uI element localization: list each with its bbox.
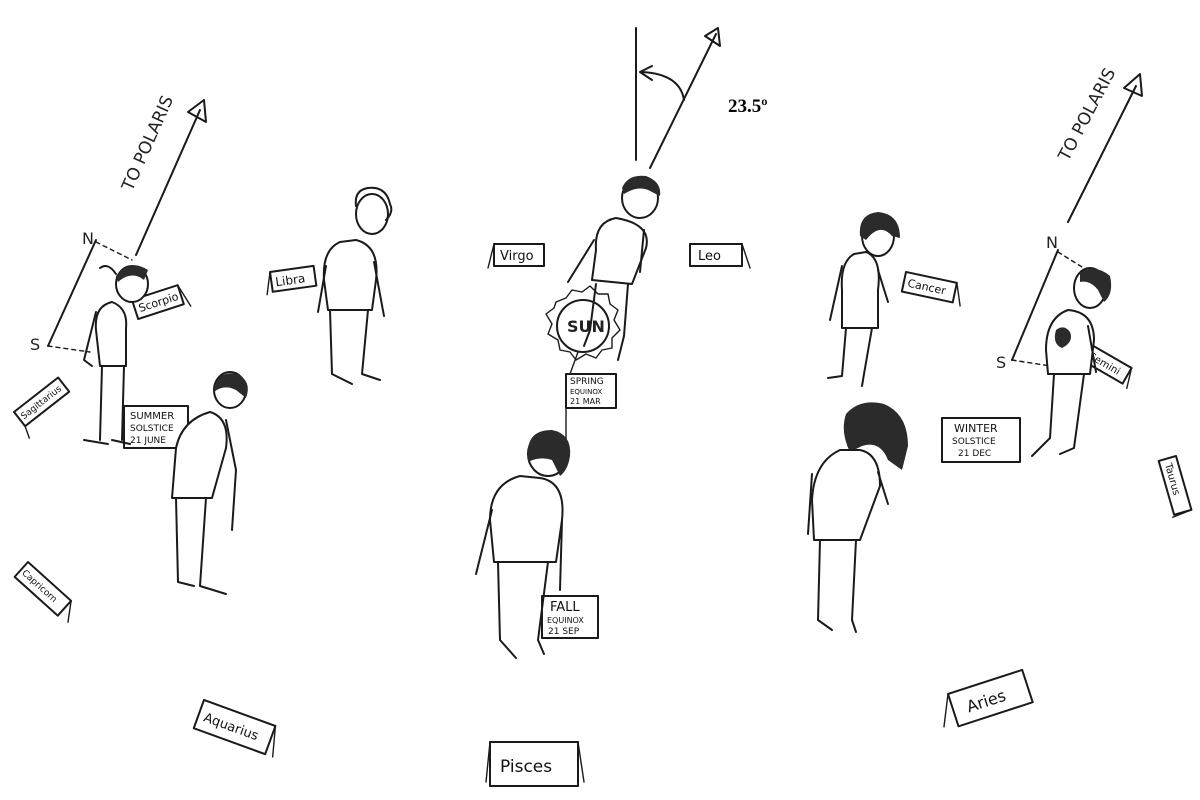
leo-label: Leo	[698, 249, 721, 264]
right-north-marker: N	[1046, 233, 1058, 252]
person-winter-position	[1031, 267, 1112, 457]
winter-line-3: 21 DEC	[958, 449, 991, 459]
sun-label: SUN	[567, 317, 605, 336]
zodiac-sign-virgo: Virgo	[487, 243, 545, 269]
right-polaris-label: TO POLARIS	[1054, 65, 1120, 165]
right-south-marker: S	[996, 353, 1006, 372]
sun-rays	[545, 285, 621, 361]
tilt-angle-arc	[641, 71, 685, 101]
left-polaris-arrowhead	[187, 99, 207, 123]
zodiac-sign-taurus: Taurus	[1157, 455, 1193, 518]
left-north-marker: N	[82, 229, 94, 248]
zodiac-sign-libra: Libra	[266, 264, 318, 296]
tilt-angle-label: 23.5º	[728, 96, 768, 117]
person-front-right	[807, 402, 908, 633]
left-axis-line	[47, 239, 97, 347]
winter-line-1: WINTER	[954, 422, 998, 435]
spring-line-2: EQUINOX	[570, 388, 602, 396]
fall-line-3: 21 SEP	[548, 627, 580, 637]
zodiac-sign-leo: Leo	[689, 243, 751, 269]
tilt-indicator: 23.5º	[635, 27, 768, 169]
tilted-axis-arrowhead	[704, 27, 721, 47]
zodiac-sign-aquarius: Aquarius	[192, 699, 277, 758]
person-front-center	[475, 430, 571, 659]
zodiac-sign-aries: Aries	[943, 668, 1034, 728]
right-polaris-arrowhead	[1123, 73, 1143, 97]
tilted-axis-arrow	[649, 33, 717, 169]
person-cancer-position	[827, 212, 900, 387]
person-summer-position	[83, 265, 149, 445]
person-libra-position	[317, 186, 393, 385]
sun: SUN	[545, 285, 621, 441]
libra-label: Libra	[275, 271, 307, 289]
fall-line-1: FALL	[550, 600, 580, 615]
spring-line-3: 21 MAR	[570, 397, 601, 406]
spring-line-1: SPRING	[570, 377, 604, 387]
fall-line-2: EQUINOX	[547, 616, 584, 625]
person-center-back	[567, 175, 661, 361]
left-polaris-arrow-line	[135, 109, 201, 256]
sun-disc	[556, 299, 610, 353]
zodiac-sign-capricorn: Capricorn	[13, 561, 73, 623]
person-front-left	[171, 371, 248, 595]
card-winter-solstice: WINTER SOLSTICE 21 DEC	[941, 417, 1021, 463]
left-axis-dash-top	[95, 241, 133, 261]
zodiac-sign-pisces: Pisces	[485, 741, 585, 787]
pisces-label: Pisces	[500, 757, 552, 777]
virgo-label: Virgo	[500, 249, 534, 264]
summer-line-3: 21 JUNE	[130, 436, 166, 446]
winter-line-2: SOLSTICE	[952, 437, 996, 447]
left-axis-dash-bottom	[47, 345, 91, 353]
left-south-marker: S	[30, 335, 40, 354]
sun-stake-top	[569, 351, 579, 375]
angle-arc-arrowhead	[639, 65, 653, 81]
right-axis-line	[1011, 249, 1059, 361]
card-spring-equinox: SPRING EQUINOX 21 MAR	[565, 373, 617, 409]
right-axis-dash-bottom	[1011, 359, 1051, 367]
summer-line-2: SOLSTICE	[130, 424, 174, 434]
zodiac-sign-sagittarius: Sagittarius	[13, 376, 71, 439]
right-polaris-arrow-line	[1067, 85, 1137, 223]
card-fall-equinox: FALL EQUINOX 21 SEP	[541, 595, 599, 639]
summer-line-1: SUMMER	[130, 411, 174, 422]
zodiac-sign-cancer: Cancer	[900, 271, 961, 307]
